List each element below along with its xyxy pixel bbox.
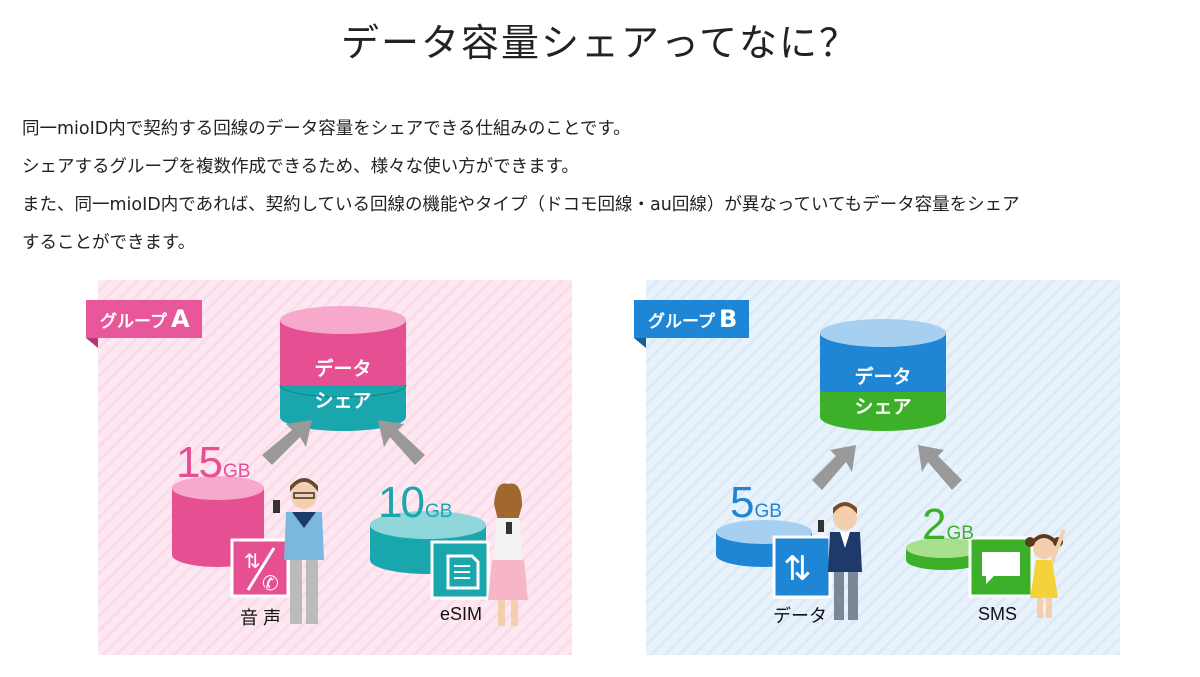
woman-figure — [488, 483, 528, 626]
group-a-right-label: eSIM — [440, 604, 483, 624]
group-b-share-cylinder — [820, 319, 946, 431]
group-b-tag-letter: B — [718, 305, 738, 333]
svg-text:✆: ✆ — [262, 571, 279, 595]
group-a-arrows — [262, 420, 425, 465]
description: 同一mioID内で契約する回線のデータ容量をシェアできる仕組みのことです。 シェ… — [22, 110, 1192, 262]
man-figure — [273, 478, 324, 624]
group-b-arrows — [812, 445, 962, 490]
group-a-share-top-label: データ — [314, 358, 372, 380]
group-a-left-amount-value: 15 — [176, 438, 223, 487]
group-a-tag-fold — [86, 338, 98, 348]
group-a-share-bottom-label: シェア — [314, 390, 372, 412]
group-b-left-label: データ — [773, 606, 827, 626]
group-b-right-amount-unit: GB — [946, 523, 974, 544]
sms-bubble-icon — [968, 536, 1034, 598]
description-line-2: シェアするグループを複数作成できるため、様々な使い方ができます。 — [22, 157, 579, 177]
description-line-3: また、同一mioID内であれば、契約している回線の機能やタイプ（ドコモ回線・au… — [22, 195, 1020, 215]
group-a-left-label: 音 声 — [240, 608, 282, 628]
group-a-share-cylinder — [279, 306, 407, 431]
group-a-tag-label: グループ — [100, 311, 167, 332]
group-b-right-amount-value: 2 — [922, 500, 947, 549]
group-a-right-amount-unit: GB — [424, 501, 453, 522]
svg-text:⇅: ⇅ — [783, 549, 812, 589]
group-a-right-amount-value: 10 — [378, 478, 425, 527]
esim-card-icon — [430, 540, 490, 600]
page-title: データ容量シェアってなに？ — [340, 21, 860, 65]
group-b-share-top-label: データ — [854, 366, 912, 388]
group-b-left-amount-value: 5 — [730, 478, 755, 527]
group-a-left-amount-unit: GB — [222, 461, 251, 482]
girl-figure — [1025, 529, 1066, 618]
group-b-left-amount-unit: GB — [754, 501, 782, 522]
description-line-1: 同一mioID内で契約する回線のデータ容量をシェアできる仕組みのことです。 — [22, 119, 631, 139]
svg-text:⇅: ⇅ — [244, 549, 261, 573]
group-b-tag-label: グループ — [648, 311, 715, 332]
data-transfer-icon: ⇅ — [772, 535, 832, 599]
data-voice-icon: ⇅ ✆ — [230, 538, 290, 598]
description-line-4: することができます。 — [22, 233, 196, 253]
group-b-right-label: SMS — [978, 604, 1018, 624]
group-a-tag: グループ A — [86, 300, 202, 338]
boy-figure — [818, 502, 862, 620]
group-b-tag-fold — [634, 338, 646, 348]
group-a-tag-letter: A — [170, 305, 190, 333]
group-b-2gb-cylinder — [906, 538, 982, 570]
group-b-share-bottom-label: シェア — [854, 396, 912, 418]
group-b-tag: グループ B — [634, 300, 750, 338]
